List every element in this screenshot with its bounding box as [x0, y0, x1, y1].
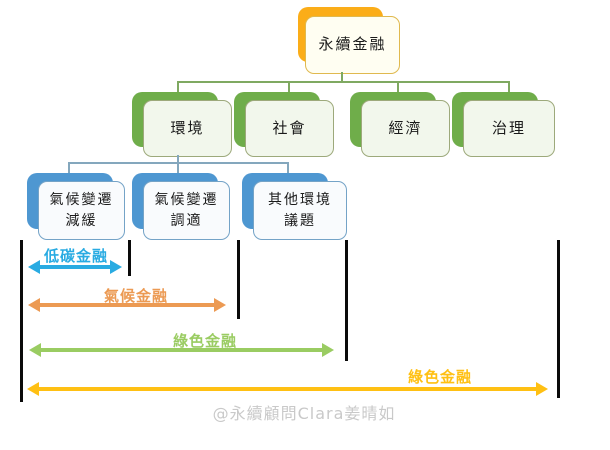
child-label-line2: 議題 — [284, 212, 316, 229]
low-carbon-finance-arrow — [28, 260, 122, 274]
child-label-line2: 調適 — [170, 212, 203, 229]
pillar-box-governance: 治理 — [463, 100, 555, 157]
connector-line — [68, 162, 70, 174]
connector-line — [177, 81, 179, 92]
root-box: 永續金融 — [305, 16, 400, 74]
child-box-mitigation: 氣候變遷 減緩 — [38, 181, 125, 240]
connector-line — [288, 81, 290, 92]
child-label-line1: 氣候變遷 — [49, 192, 114, 209]
span-label-climate-finance: 氣候金融 — [103, 287, 169, 305]
child-label-line1: 氣候變遷 — [154, 192, 219, 209]
range-bar-mitigation-end — [128, 240, 131, 276]
pillar-box-economy: 經濟 — [361, 100, 450, 157]
connector-line — [177, 162, 179, 174]
span-label-green-finance-wide: 綠色金融 — [407, 368, 473, 386]
pillar-label: 經濟 — [388, 118, 423, 137]
pillar-box-society: 社會 — [245, 100, 334, 157]
connector-line — [341, 72, 343, 82]
span-label-low-carbon-finance: 低碳金融 — [43, 247, 109, 265]
range-bar-adaptation-end — [237, 240, 240, 319]
connector-line — [508, 81, 510, 92]
pillar-label: 治理 — [491, 118, 526, 137]
connector-line — [177, 155, 179, 163]
pillar-box-environment: 環境 — [143, 100, 232, 157]
child-box-adaptation: 氣候變遷 調適 — [143, 181, 230, 240]
pillar-label: 環境 — [170, 118, 205, 137]
connector-line — [177, 81, 509, 83]
span-label-green-finance: 綠色金融 — [172, 332, 238, 350]
connector-line — [397, 81, 399, 92]
green-finance-wide-arrow — [27, 382, 548, 396]
child-label-line1: 其他環境 — [268, 192, 332, 209]
child-label-line2: 減緩 — [65, 212, 98, 229]
range-bar-left — [20, 240, 23, 402]
green-finance-arrow — [29, 343, 334, 357]
climate-finance-arrow — [28, 298, 226, 312]
root-box-label: 永續金融 — [318, 35, 387, 54]
range-bar-environment-end — [345, 240, 348, 361]
child-box-other-env-issues: 其他環境 議題 — [253, 181, 347, 240]
range-bar-right — [557, 240, 560, 398]
pillar-label: 社會 — [272, 118, 307, 137]
watermark-text: @永續顧問Clara姜晴如 — [212, 404, 396, 423]
connector-line — [287, 162, 289, 174]
